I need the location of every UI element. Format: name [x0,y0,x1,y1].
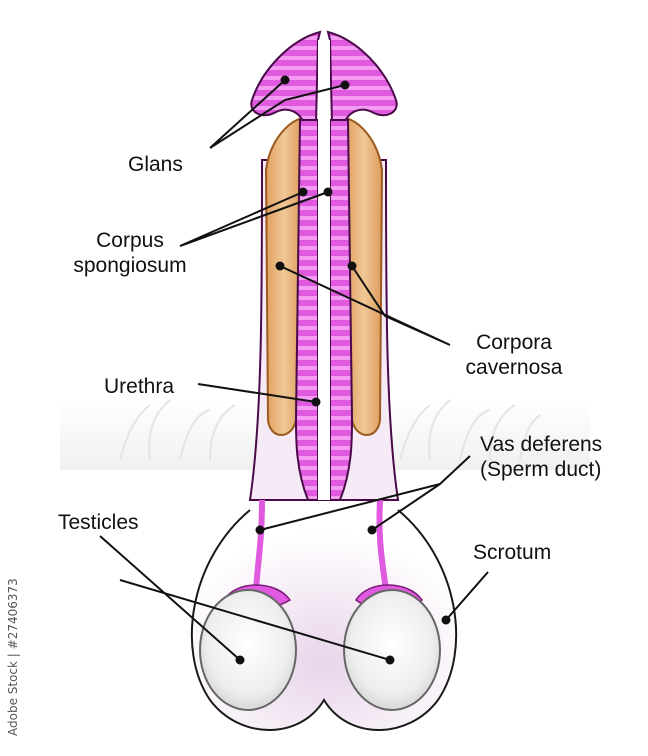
glans-right [326,30,398,125]
stock-credit: Adobe Stock | #27406373 [6,578,20,736]
label-corpus-spongiosum-line2: spongiosum [73,254,187,277]
label-glans: Glans [128,153,183,176]
label-vas-deferens-line1: Vas deferens [480,433,603,456]
leader-scrotum [445,571,489,621]
label-corpora-cavernosa: Corpora cavernosa [444,330,584,380]
label-testicles: Testicles [58,511,139,534]
label-corpora-cavernosa-line1: Corpora [476,331,552,354]
corpus-cavernosum-right [344,116,384,436]
label-urethra: Urethra [104,375,175,398]
label-scrotum: Scrotum [473,541,552,564]
label-vas-deferens: Vas deferens (Sperm duct) [480,432,602,482]
label-corpus-spongiosum: Corpus spongiosum [60,228,200,278]
corpus-spongiosum-right [329,119,354,501]
leader-corpus-spongiosum [179,191,329,247]
leader-glans [209,79,346,149]
testicle-left [199,589,297,711]
label-vas-deferens-line2: (Sperm duct) [480,458,602,481]
urethra-channel [318,40,330,500]
leader-dots [235,75,451,665]
corpus-spongiosum-left [294,119,319,501]
testicle-right [343,589,441,711]
leader-vas-deferens [259,455,471,531]
leader-lines [99,79,489,661]
leader-urethra [197,383,317,403]
label-corpus-spongiosum-line1: Corpus [96,229,164,252]
leader-corpora-cavernosa [279,265,451,346]
leader-testicles [99,535,391,661]
label-corpora-cavernosa-line2: cavernosa [465,356,563,379]
